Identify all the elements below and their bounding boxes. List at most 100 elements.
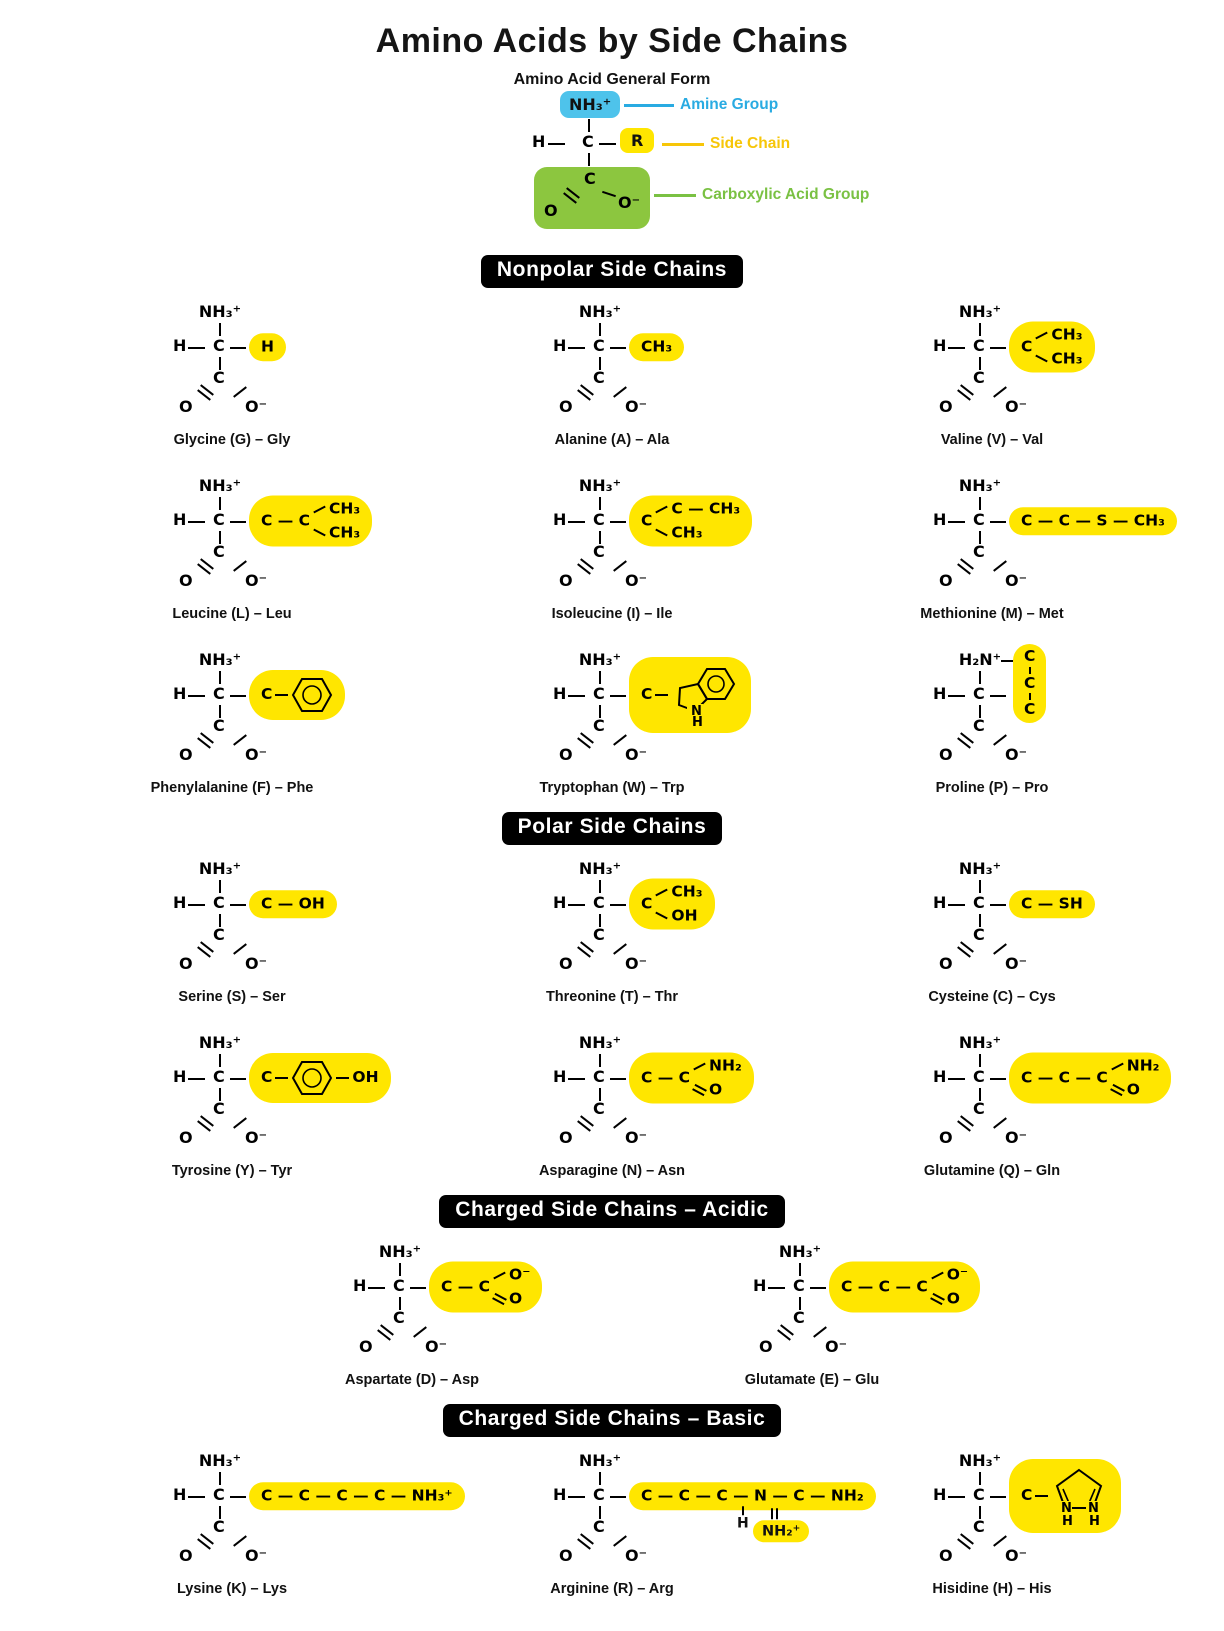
bond-line	[230, 1078, 246, 1080]
bond-line	[188, 904, 205, 906]
bond-line	[188, 347, 205, 349]
side-chain-highlight: C CH₃ CH₃	[1009, 321, 1095, 373]
bond-line	[230, 521, 246, 523]
alpha-carbon: C	[973, 1485, 985, 1504]
alpha-carbon: C	[973, 510, 985, 529]
bond-line	[948, 904, 965, 906]
carboxyl-carbon: C	[973, 1099, 985, 1118]
acid-name-label: Alanine (A) – Ala	[554, 432, 670, 448]
alpha-carbon: C	[593, 510, 605, 529]
side-chain-highlight: C CH₃ OH	[629, 878, 715, 930]
amine-group: NH₃⁺	[578, 476, 622, 495]
bond-line	[233, 560, 247, 572]
bond-line	[979, 1054, 981, 1067]
h-atom: H	[753, 1276, 767, 1295]
side-chain-formula: C — C — C — N — C — NH₂	[641, 1486, 864, 1505]
structure-cysteine: NH₃⁺ H C C O O⁻ C — SH	[917, 861, 1095, 979]
structure-isoleucine: NH₃⁺ H C C O O⁻ C C — CH₃ CH₃	[537, 476, 753, 596]
bond-line	[233, 1535, 247, 1547]
bond-line	[219, 1506, 221, 1519]
general-form-heading: Amino Acid General Form	[513, 71, 711, 88]
bond-line	[993, 1117, 1007, 1129]
card-phenylalanine: NH₃⁺ H C C O O⁻ C Phenylalanine (F) – Ph…	[151, 650, 346, 796]
bond-line	[979, 1506, 981, 1519]
bond-line	[990, 347, 1006, 349]
amine-group: NH₃⁺	[198, 1033, 242, 1052]
acid-name-label: Lysine (K) – Lys	[176, 1581, 288, 1597]
side-chain-highlight: CH₃	[629, 333, 685, 361]
h-atom: H	[173, 893, 187, 912]
bond-line	[655, 694, 669, 696]
bond-line	[948, 695, 965, 697]
double-bond-line	[1109, 1083, 1125, 1096]
bond-line	[613, 943, 627, 955]
alpha-carbon: C	[213, 1067, 225, 1086]
oxygen-atom: O	[559, 397, 573, 416]
acid-name-label: Glutamine (Q) – Gln	[923, 1163, 1061, 1179]
branch-formula: CH₃	[329, 499, 361, 518]
bond-line	[799, 1297, 801, 1310]
nh2-substituent: NH₂⁺	[753, 1520, 810, 1543]
h-atom: H	[933, 1485, 947, 1504]
oxygen-atom: O	[179, 1128, 193, 1147]
oxygen-atom: O	[939, 1546, 953, 1565]
oxygen-minus-atom: O⁻	[625, 571, 648, 590]
card-alanine: NH₃⁺ H C C O O⁻ CH₃ Alanine (A) – Ala	[537, 304, 687, 448]
ring-hydrogen-label: H	[692, 715, 703, 727]
amine-group: NH₃⁺	[958, 1451, 1002, 1470]
bond-line	[993, 943, 1007, 955]
section-header-basic: Charged Side Chains – Basic	[0, 1404, 1224, 1437]
double-bond-line	[776, 1508, 778, 1520]
bond-line	[979, 671, 981, 684]
amine-group: NH₃⁺	[958, 1033, 1002, 1052]
side-chain-highlight: C — C — S — CH₃	[1009, 507, 1177, 535]
side-chain-formula: H	[261, 337, 274, 356]
bond-line	[219, 1054, 221, 1067]
carboxyl-carbon: C	[973, 716, 985, 735]
side-chain-branches: O⁻ O	[929, 1267, 968, 1307]
oxygen-minus-atom: O⁻	[825, 1337, 848, 1356]
oxygen-atom: O	[178, 745, 193, 764]
branch-formula: NH₂	[1126, 1056, 1160, 1075]
side-chain-highlight: C — SH	[1009, 890, 1095, 918]
h-atom: H	[553, 1067, 567, 1086]
oxygen-minus-atom: O⁻	[425, 1337, 448, 1356]
structure-glutamine: NH₃⁺ H C C O O⁻ C — C — C NH₂ O	[917, 1033, 1172, 1153]
card-threonine: NH₃⁺ H C C O O⁻ C CH₃ OH Threonine (T) –…	[537, 861, 715, 1005]
structure-asparagine: NH₃⁺ H C C O O⁻ C — C NH₂ O	[537, 1035, 754, 1153]
bond-line	[233, 734, 247, 746]
structure-glycine: NH₃⁺ H C C O O⁻ H	[157, 304, 307, 422]
bond-line	[602, 190, 616, 198]
amine-group: NH₃⁺	[198, 650, 242, 669]
bond-line	[219, 880, 221, 893]
alpha-carbon: C	[973, 684, 985, 703]
imidazole-ring-icon: N N H H	[1056, 1468, 1103, 1527]
bond-line	[655, 911, 669, 920]
side-chain-highlight: C N H	[629, 657, 752, 733]
bond-line	[413, 1326, 427, 1338]
side-chain-formula: CH₃	[641, 337, 673, 356]
side-chain-highlight: C C C	[1013, 644, 1047, 723]
alpha-carbon: C	[593, 893, 605, 912]
oxygen-atom: O	[939, 397, 953, 416]
branch-formula: CH₃	[671, 882, 703, 901]
section-header-acidic: Charged Side Chains – Acidic	[0, 1195, 1224, 1228]
h-atom: H	[173, 1067, 187, 1086]
carboxyl-callout-line	[654, 194, 696, 197]
branch-formula: CH₃	[329, 523, 361, 541]
alpha-carbon: C	[593, 336, 605, 355]
basic-grid: NH₃⁺ H C C O O⁻ C — C — C — C — NH₃⁺ Lys…	[42, 1453, 1182, 1597]
h-atom: H	[173, 1485, 187, 1504]
structure-valine: NH₃⁺ H C C O O⁻ C CH₃ CH₃	[917, 304, 1095, 422]
amine-group: NH₃⁺	[378, 1242, 422, 1261]
bond-line	[548, 143, 565, 145]
bond-line	[229, 695, 246, 697]
side-chain-formula: C	[641, 511, 653, 530]
structure-methionine: NH₃⁺ H C C O O⁻ C — C — S — CH₃	[917, 478, 1177, 596]
side-chain-branches: CH₃ CH₃	[313, 499, 361, 541]
oxygen-minus-atom: O⁻	[625, 954, 648, 973]
bond-line	[613, 560, 627, 572]
bond-line	[218, 705, 221, 718]
oxygen-atom: O	[179, 397, 193, 416]
carboxyl-carbon: C	[593, 716, 605, 735]
